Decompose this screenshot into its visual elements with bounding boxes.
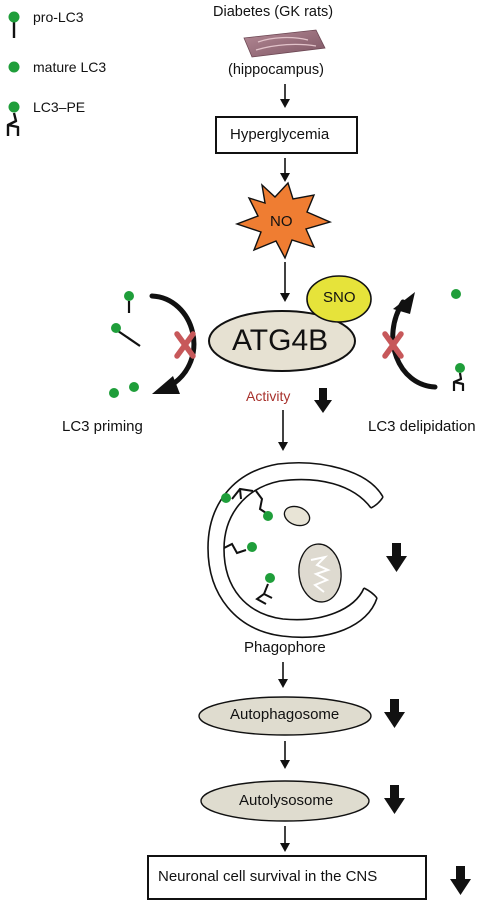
phagophore-lc3-pe-group: [221, 487, 275, 605]
lc3-delipidation-arrowhead: [393, 292, 415, 314]
autophagosome-down-arrow-icon: [384, 699, 405, 728]
legend-pro-lc3-icon: [8, 11, 20, 38]
activity-label: Activity: [246, 388, 291, 404]
legend-lc3-pe-label: LC3–PE: [33, 99, 86, 115]
tissue-label: (hippocampus): [228, 62, 324, 78]
lc3-priming-arrowhead: [152, 376, 180, 394]
lc3-delipidation-label: LC3 delipidation: [368, 418, 476, 435]
right-mature-lc3: [451, 289, 461, 299]
legend-pro-lc3-label: pro-LC3: [33, 9, 84, 25]
activity-down-arrow-icon: [314, 388, 332, 413]
atg4b-label: ATG4B: [232, 324, 329, 357]
lc3-priming-label: LC3 priming: [62, 418, 143, 435]
survival-box: [147, 855, 427, 900]
phagophore-organelle-small: [283, 505, 311, 527]
lc3-delipidation-curved-arrow: [390, 299, 438, 390]
autolysosome-oval: [200, 780, 370, 822]
sno-label: SNO: [323, 289, 356, 306]
autophagosome-label: Autophagosome: [230, 706, 340, 723]
no-label: NO: [270, 213, 293, 230]
phagophore-down-arrow-icon: [386, 543, 407, 572]
phagophore-mitochondrion: [298, 543, 342, 603]
autolysosome-label: Autolysosome: [239, 792, 334, 809]
lc3-priming-x-mark-icon: [174, 331, 196, 359]
no-burst: [234, 181, 333, 260]
diabetes-title: Diabetes (GK rats): [213, 4, 334, 20]
atg4b-enzyme: [208, 310, 356, 372]
autophagosome-oval: [198, 696, 372, 736]
survival-down-arrow-icon: [450, 866, 471, 895]
lc3-delipidation-x-mark-icon: [382, 331, 404, 359]
hyperglycemia-box: [215, 116, 358, 154]
hyperglycemia-label: Hyperglycemia: [230, 126, 330, 143]
phagophore-label: Phagophore: [244, 639, 326, 656]
left-pro-lc3-group: [111, 291, 141, 347]
sno-modification: [306, 275, 372, 323]
legend-mature-lc3-icon: [8, 61, 20, 73]
phagophore-membrane: [207, 462, 384, 638]
autolysosome-down-arrow-icon: [384, 785, 405, 814]
legend-lc3-pe-icon: [6, 101, 20, 136]
left-mature-lc3-group: [109, 382, 139, 398]
right-lc3-pe-group: [452, 363, 465, 391]
brain-slice-icon: [243, 29, 326, 58]
legend-mature-lc3-label: mature LC3: [33, 59, 107, 75]
neuronal-survival-label: Neuronal cell survival in the CNS: [158, 868, 378, 885]
